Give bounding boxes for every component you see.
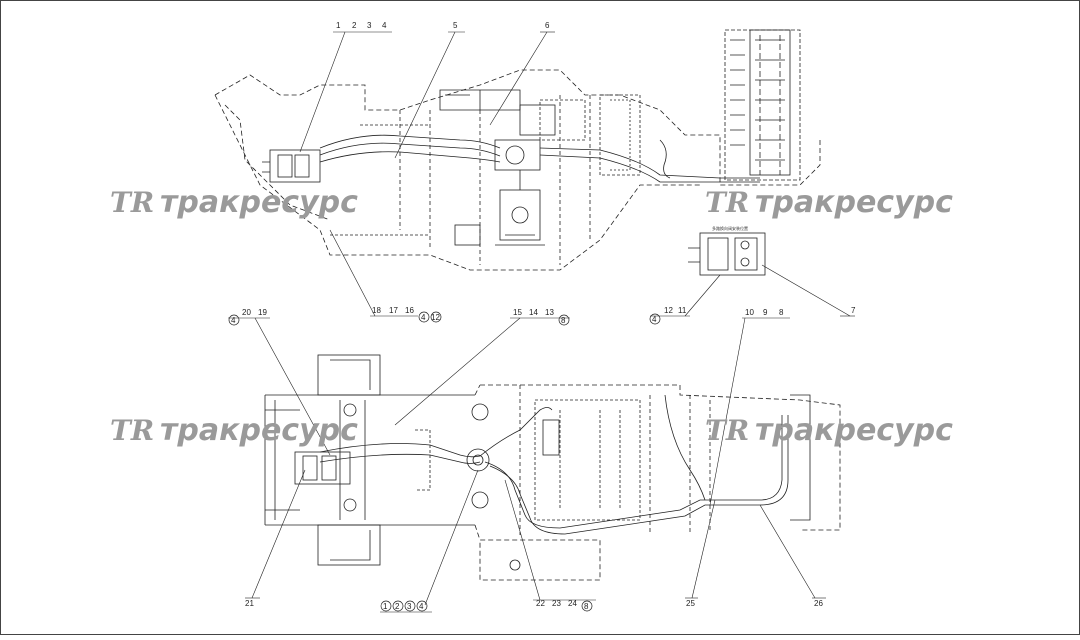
watermark-top-left: TR тракресурс [110,185,358,220]
callout-circled-4: 4 [652,315,657,324]
callout-9: 9 [763,308,768,317]
callout-20: 20 [242,308,251,317]
callout-circle [380,600,392,612]
watermark-text: тракресурс [755,185,953,220]
callout-circled-8: 8 [561,316,566,325]
callout-1: 1 [336,21,341,30]
callout-circle [228,314,240,326]
callout-14: 14 [529,308,538,317]
callout-circled-12: 12 [431,313,440,322]
callout-circle [416,600,428,612]
callout-2: 2 [352,21,357,30]
bottom-view-drawing [264,354,841,581]
watermark-bottom-right: TR тракресурс [705,413,953,448]
watermark-text: тракресурс [755,413,953,448]
callout-21: 21 [245,599,254,608]
callout-13: 13 [545,308,554,317]
callout-circled-3: 3 [407,602,412,611]
callout-19: 19 [258,308,267,317]
callout-12: 12 [664,306,673,315]
watermark-logo: TR [705,186,749,219]
callout-circled-4: 4 [419,602,424,611]
watermark-bottom-left: TR тракресурс [110,413,358,448]
watermark-logo: TR [110,414,154,447]
callout-circle [558,314,570,326]
callout-25: 25 [686,599,695,608]
watermark-text: тракресурс [160,185,358,220]
callout-circle [430,311,442,323]
callout-23: 23 [552,599,561,608]
callout-8: 8 [779,308,784,317]
callout-3: 3 [367,21,372,30]
callout-circle [418,311,430,323]
leader-lines [228,31,855,613]
callout-18: 18 [372,306,381,315]
callout-22: 22 [536,599,545,608]
callout-10: 10 [745,308,754,317]
callout-circled-1: 1 [383,602,388,611]
callout-15: 15 [513,308,522,317]
callout-circled-2: 2 [395,602,400,611]
callout-26: 26 [814,599,823,608]
watermark-text: тракресурс [160,413,358,448]
callout-circle [649,313,661,325]
valve-note-chinese: 多路换向阀安装位置 [712,225,748,231]
callout-circle [404,600,416,612]
callout-16: 16 [405,306,414,315]
callout-circle [581,600,593,612]
callout-labels: 1 2 3 4 5 6 18 17 16 4 12 4 12 11 7 4 20… [228,21,856,612]
callout-24: 24 [568,599,577,608]
callout-17: 17 [389,306,398,315]
watermark-logo: TR [705,414,749,447]
callout-6: 6 [545,21,550,30]
callout-5: 5 [453,21,458,30]
callout-11: 11 [678,306,687,315]
callout-7: 7 [851,306,856,315]
watermark-top-right: TR тракресурс [705,185,953,220]
top-view-drawing [214,29,821,276]
callout-circled-8: 8 [584,602,589,611]
callout-circled-4: 4 [231,316,236,325]
callout-4: 4 [382,21,387,30]
callout-circled-4: 4 [421,313,426,322]
callout-circle [392,600,404,612]
watermark-logo: TR [110,186,154,219]
